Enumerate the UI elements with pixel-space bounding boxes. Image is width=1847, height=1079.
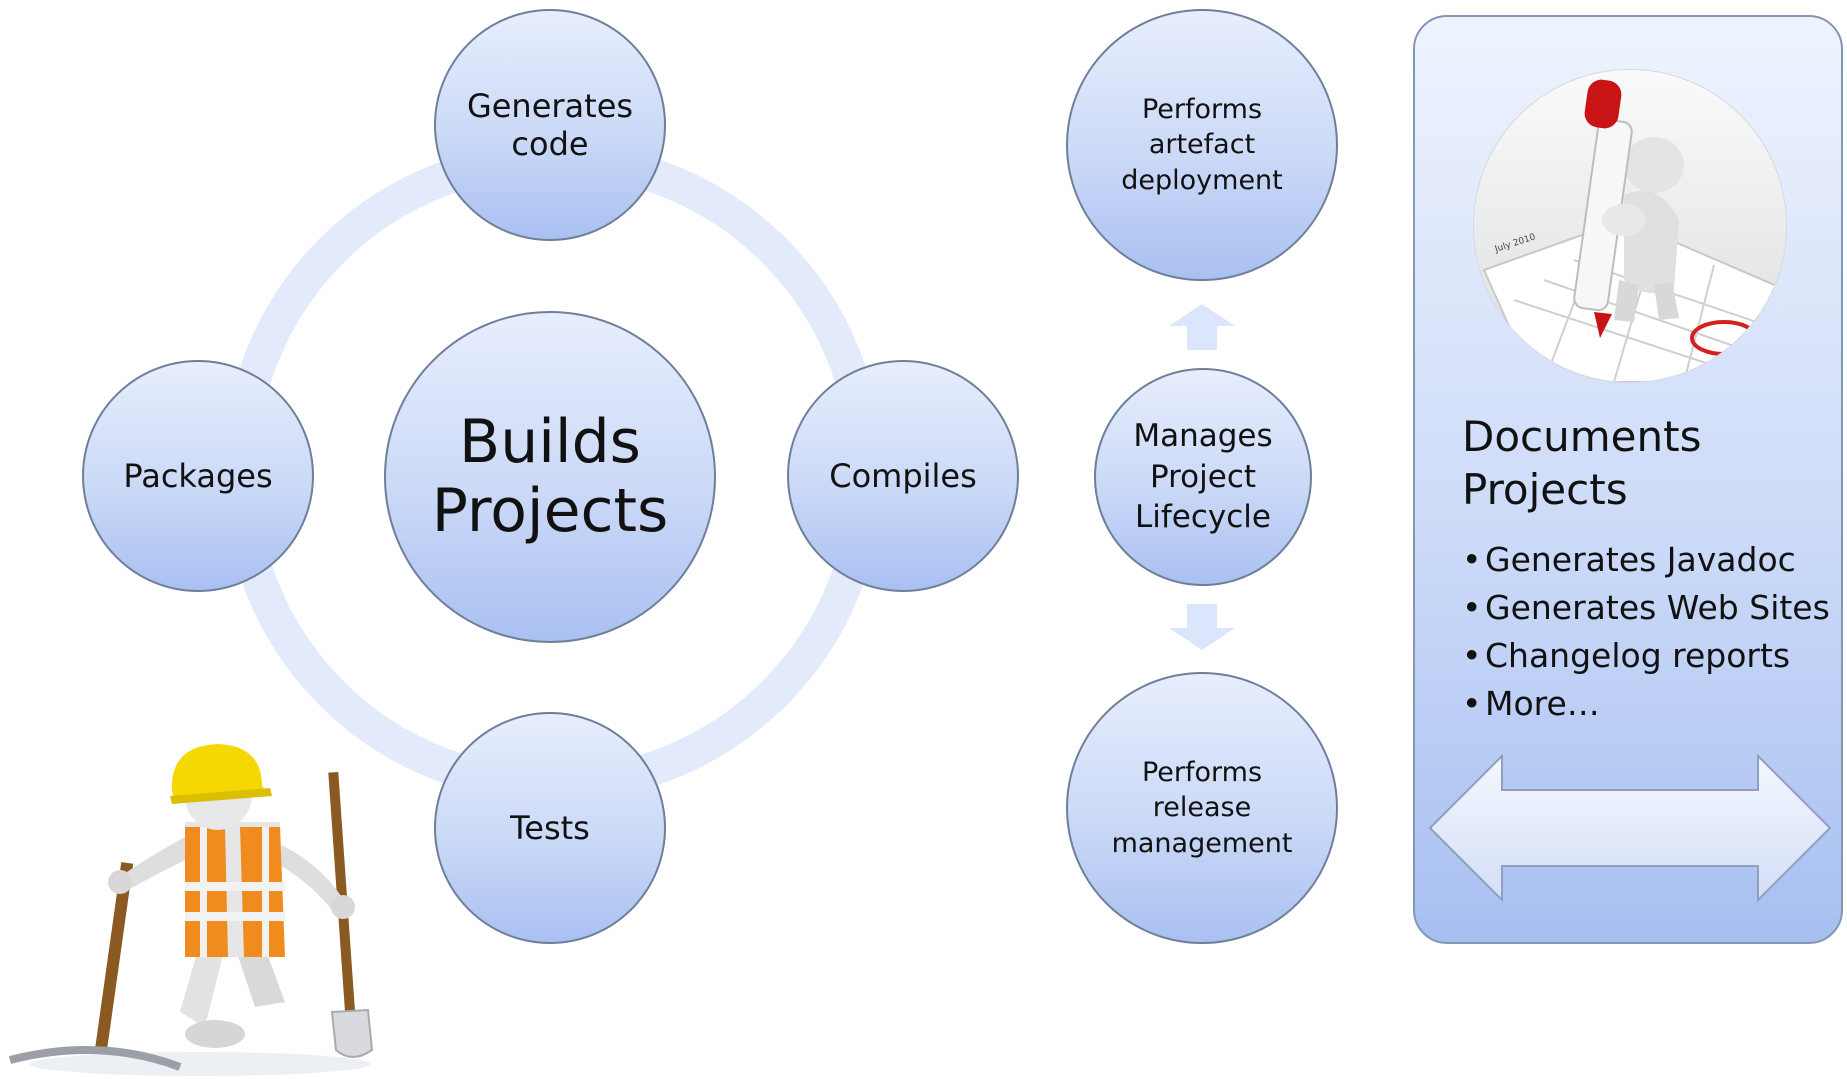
list-item: •Generates Javadoc — [1462, 536, 1842, 584]
node-manages-lifecycle: Manages Project Lifecycle — [1094, 368, 1312, 586]
node-builds-projects: Builds Projects — [384, 311, 716, 643]
construction-worker-figure — [9, 744, 374, 1076]
bullet-text: Generates Web Sites — [1485, 588, 1830, 627]
node-artefact-deployment: Performs artefact deployment — [1066, 9, 1338, 281]
documents-list: •Generates Javadoc •Generates Web Sites … — [1462, 536, 1842, 728]
bullet-glyph: • — [1462, 684, 1482, 723]
bullet-text: More… — [1485, 684, 1600, 723]
node-artefact-deployment-label: Performs artefact deployment — [1121, 93, 1283, 196]
bullet-glyph: • — [1462, 588, 1482, 627]
list-item: •Changelog reports — [1462, 632, 1842, 680]
marker-calendar-figure: July 2010 — [1474, 70, 1786, 382]
node-packages: Packages — [82, 360, 314, 592]
node-release-management: Performs release management — [1066, 672, 1338, 944]
node-compiles-label: Compiles — [829, 456, 977, 495]
node-generates-code: Generates code — [434, 9, 666, 241]
node-packages-label: Packages — [123, 456, 273, 495]
down-arrow-icon — [1169, 604, 1235, 650]
double-headed-arrow-icon — [1428, 754, 1832, 902]
node-manages-lifecycle-label: Manages Project Lifecycle — [1133, 417, 1273, 536]
documents-title: Documents Projects — [1462, 412, 1702, 514]
list-item: •More… — [1462, 680, 1842, 728]
node-release-management-label: Performs release management — [1111, 756, 1293, 859]
up-arrow-icon — [1169, 304, 1235, 350]
bullet-text: Generates Javadoc — [1485, 540, 1796, 579]
bullet-glyph: • — [1462, 540, 1482, 579]
node-generates-code-label: Generates code — [466, 86, 634, 163]
node-tests-label: Tests — [510, 808, 590, 847]
node-tests: Tests — [434, 712, 666, 944]
list-item: •Generates Web Sites — [1462, 584, 1842, 632]
bullet-text: Changelog reports — [1485, 636, 1791, 675]
node-builds-projects-label: Builds Projects — [431, 407, 669, 546]
node-compiles: Compiles — [787, 360, 1019, 592]
bullet-glyph: • — [1462, 636, 1482, 675]
